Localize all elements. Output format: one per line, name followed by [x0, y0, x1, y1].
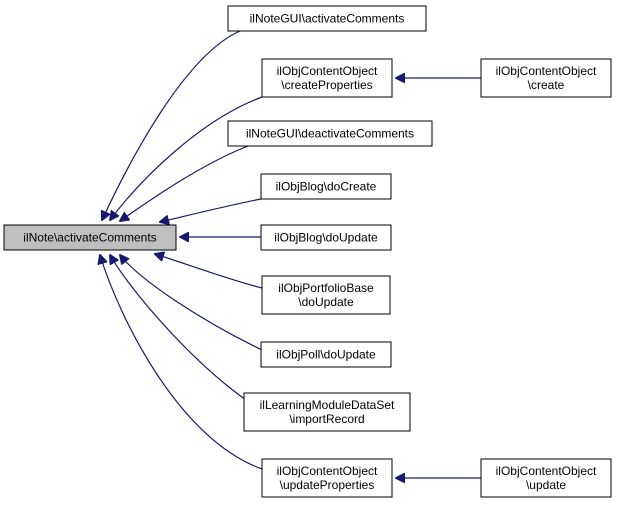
node-label-learning: \importRecord [289, 412, 364, 426]
node-poll[interactable]: ilObjPoll\doUpdate [260, 341, 392, 368]
node-box-portfolio[interactable] [261, 275, 391, 315]
edge-blogCreate-to-root [160, 198, 262, 222]
node-label-activate: ilNoteGUI\activateComments [250, 12, 405, 26]
node-box-updateProps[interactable] [261, 458, 393, 498]
node-box-blogCreate[interactable] [260, 173, 392, 200]
node-label-createProps: ilObjContentObject [277, 64, 378, 78]
node-box-createProps[interactable] [261, 58, 393, 98]
node-label-updateProps: ilObjContentObject [277, 464, 378, 478]
node-box-blogUpdate[interactable] [260, 224, 392, 251]
edge-updateProps-to-root [100, 255, 263, 470]
node-createProps[interactable]: ilObjContentObject\createProperties [261, 58, 393, 98]
node-label-createProps: \createProperties [281, 78, 372, 92]
node-label-deactivate: ilNoteGUI\deactivateComments [246, 127, 414, 141]
node-box-activate[interactable] [227, 5, 427, 32]
node-label-root: ilNote\activateComments [23, 231, 156, 245]
node-label-blogCreate: ilObjBlog\doCreate [276, 180, 377, 194]
edge-learning-to-root [110, 255, 247, 401]
edge-deactivate-to-root [120, 145, 249, 221]
node-label-portfolio: \doUpdate [298, 295, 354, 309]
edge-createProps-to-root [110, 96, 263, 220]
node-createContent[interactable]: ilObjContentObject\create [480, 58, 612, 98]
node-label-portfolio: ilObjPortfolioBase [278, 281, 374, 295]
node-activate[interactable]: ilNoteGUI\activateComments [227, 5, 427, 32]
node-updateContent[interactable]: ilObjContentObject\update [480, 458, 612, 498]
node-label-createContent: \create [528, 78, 565, 92]
node-box-deactivate[interactable] [227, 120, 433, 147]
node-blogCreate[interactable]: ilObjBlog\doCreate [260, 173, 392, 200]
node-label-updateContent: ilObjContentObject [496, 464, 597, 478]
node-label-updateProps: \updateProperties [280, 478, 375, 492]
edge-portfolio-to-root [155, 254, 263, 289]
node-root[interactable]: ilNote\activateComments [3, 224, 177, 251]
node-box-createContent[interactable] [480, 58, 612, 98]
node-label-updateContent: \update [526, 478, 566, 492]
edge-poll-to-root [120, 255, 263, 351]
node-label-createContent: ilObjContentObject [496, 64, 597, 78]
node-label-poll: ilObjPoll\doUpdate [276, 348, 376, 362]
node-box-learning[interactable] [243, 392, 411, 432]
node-blogUpdate[interactable]: ilObjBlog\doUpdate [260, 224, 392, 251]
node-box-poll[interactable] [260, 341, 392, 368]
node-updateProps[interactable]: ilObjContentObject\updateProperties [261, 458, 393, 498]
node-label-blogUpdate: ilObjBlog\doUpdate [274, 231, 378, 245]
node-box-updateContent[interactable] [480, 458, 612, 498]
node-box-root[interactable] [3, 224, 177, 251]
edge-activate-to-root [102, 30, 241, 220]
node-deactivate[interactable]: ilNoteGUI\deactivateComments [227, 120, 433, 147]
node-portfolio[interactable]: ilObjPortfolioBase\doUpdate [261, 275, 391, 315]
nodes-layer: ilNote\activateComments ilNoteGUI\activat… [3, 5, 612, 498]
edges-layer [100, 30, 481, 478]
node-label-learning: ilLearningModuleDataSet [260, 398, 395, 412]
node-learning[interactable]: ilLearningModuleDataSet\importRecord [243, 392, 411, 432]
